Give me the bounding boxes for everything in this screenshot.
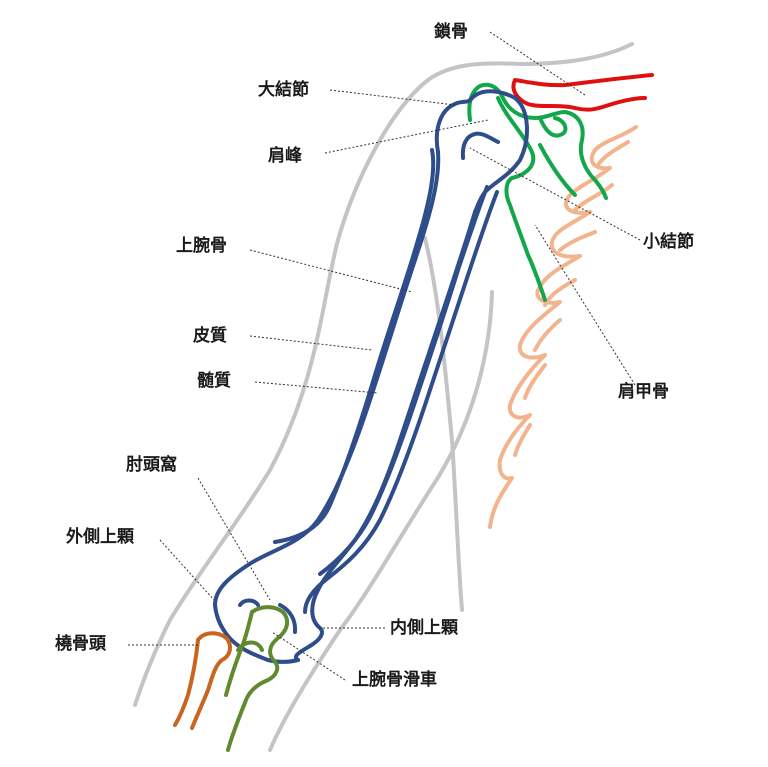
humerus-head-inner [460, 131, 500, 160]
humerus-shaft-medial [294, 210, 477, 662]
acromion-loop [538, 116, 568, 138]
acromion-spine [538, 143, 577, 197]
arm-outline-inner [423, 236, 464, 612]
label-lateral-epicondyle: 外側上顆 [66, 527, 134, 547]
scapula-edge-2 [513, 140, 630, 457]
ulna-bone [224, 605, 290, 752]
medulla-line-2 [303, 190, 499, 614]
label-radial-head: 橈骨頭 [55, 634, 106, 654]
leader-greater-tubercle [329, 89, 456, 106]
acromion-descending [496, 96, 547, 302]
leader-trochlea [271, 631, 346, 681]
label-trochlea: 上腕骨滑車 [352, 670, 437, 690]
label-scapula: 肩甲骨 [618, 382, 669, 402]
label-clavicle: 鎖骨 [434, 22, 468, 42]
medulla-line-1 [273, 148, 436, 544]
arm-outline-lower [268, 290, 494, 752]
radius-bone [173, 631, 232, 730]
leader-medulla [254, 381, 379, 394]
label-medulla: 髄質 [197, 371, 231, 391]
leader-cortex [249, 335, 373, 351]
humerus-shaft-lateral [213, 150, 441, 664]
leader-scapula [534, 224, 636, 386]
label-acromion: 肩峰 [268, 146, 302, 166]
acromion-upper [467, 82, 608, 200]
olecranon-fossa-arc [278, 603, 298, 634]
radius-head [190, 631, 232, 730]
radius-shaft [173, 638, 200, 727]
label-olecranon-fossa: 肘頭窩 [126, 455, 177, 475]
label-humerus: 上腕骨 [176, 236, 227, 256]
medulla-line-3 [318, 185, 489, 576]
humerus-bone [213, 89, 529, 664]
ulna-coronoid [236, 640, 264, 652]
scapula-edge-1 [488, 125, 638, 529]
ulna-olecranon [224, 610, 254, 697]
trochlea-curve [238, 598, 260, 607]
clavicle-bone [511, 73, 654, 112]
acromion-outline [467, 82, 608, 302]
scapula-bone [488, 125, 638, 529]
leader-lateral-epicondyle [159, 539, 215, 601]
leader-olecranon-fossa [197, 477, 271, 601]
leader-lesser-tubercle [469, 147, 641, 241]
label-cortex: 皮質 [193, 326, 227, 346]
label-lesser-tubercle: 小結節 [643, 232, 694, 252]
ulna-outline [226, 605, 290, 752]
label-medial-epicondyle: 内側上顆 [390, 618, 458, 638]
label-greater-tubercle: 大結節 [258, 80, 309, 100]
leader-lines [128, 31, 641, 681]
arm-skin-outline [133, 42, 634, 752]
leader-clavicle [489, 31, 586, 96]
arm-outline-upper [133, 42, 634, 707]
